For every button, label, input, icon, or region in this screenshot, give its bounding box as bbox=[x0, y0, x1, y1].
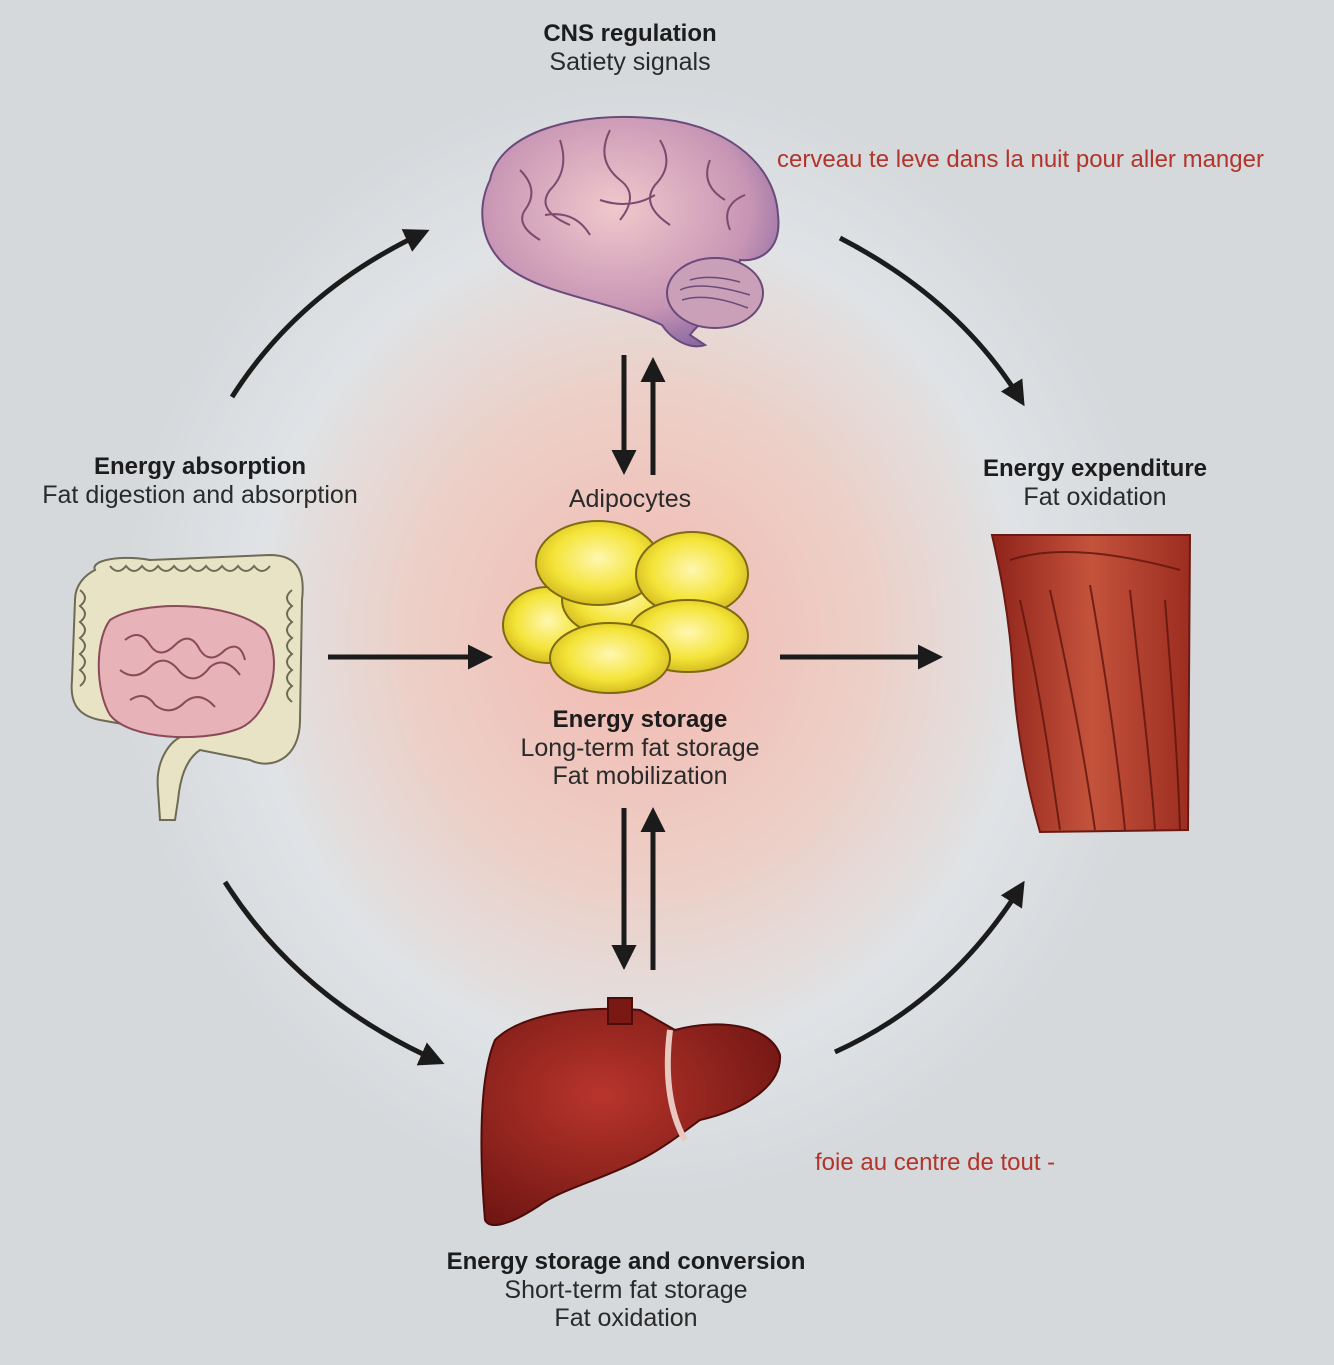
cns-title: CNS regulation bbox=[543, 20, 717, 47]
brain-icon bbox=[481, 115, 780, 348]
expenditure-subtitle: Fat oxidation bbox=[1023, 482, 1167, 511]
intestine-icon bbox=[70, 553, 304, 821]
storage-label: Energy storage Long-term fat storage Fat… bbox=[480, 706, 800, 791]
storage-line-2: Fat mobilization bbox=[552, 762, 728, 791]
muscle-icon bbox=[990, 534, 1192, 834]
liver-icon bbox=[480, 997, 782, 1226]
cns-label: CNS regulation Satiety signals bbox=[480, 20, 780, 76]
expenditure-label: Energy expenditure Fat oxidation bbox=[950, 455, 1240, 511]
arrow-cns-to-expenditure bbox=[838, 235, 1025, 407]
adipocytes-text: Adipocytes bbox=[568, 485, 692, 513]
arrow-absorption-to-liver bbox=[222, 880, 445, 1066]
absorption-label: Energy absorption Fat digestion and abso… bbox=[20, 453, 380, 509]
arrow-liver-to-expenditure bbox=[833, 880, 1025, 1055]
expenditure-title: Energy expenditure bbox=[982, 455, 1208, 482]
storage-line-1: Long-term fat storage bbox=[520, 733, 760, 762]
cns-subtitle: Satiety signals bbox=[549, 47, 711, 76]
adipocytes-label: Adipocytes bbox=[530, 485, 730, 514]
storage-title: Energy storage bbox=[552, 706, 728, 733]
absorption-subtitle: Fat digestion and absorption bbox=[42, 480, 358, 509]
liver-title: Energy storage and conversion bbox=[446, 1248, 806, 1275]
liver-line-2: Fat oxidation bbox=[554, 1304, 698, 1333]
adipocytes-icon bbox=[502, 520, 749, 694]
absorption-title: Energy absorption bbox=[93, 453, 307, 480]
liver-label: Energy storage and conversion Short-term… bbox=[400, 1248, 852, 1333]
liver-note: foie au centre de tout - bbox=[815, 1149, 1056, 1176]
arrow-absorption-to-cns bbox=[229, 229, 430, 399]
brain-note: cerveau te leve dans la nuit pour aller … bbox=[777, 146, 1264, 173]
liver-line-1: Short-term fat storage bbox=[504, 1275, 748, 1304]
